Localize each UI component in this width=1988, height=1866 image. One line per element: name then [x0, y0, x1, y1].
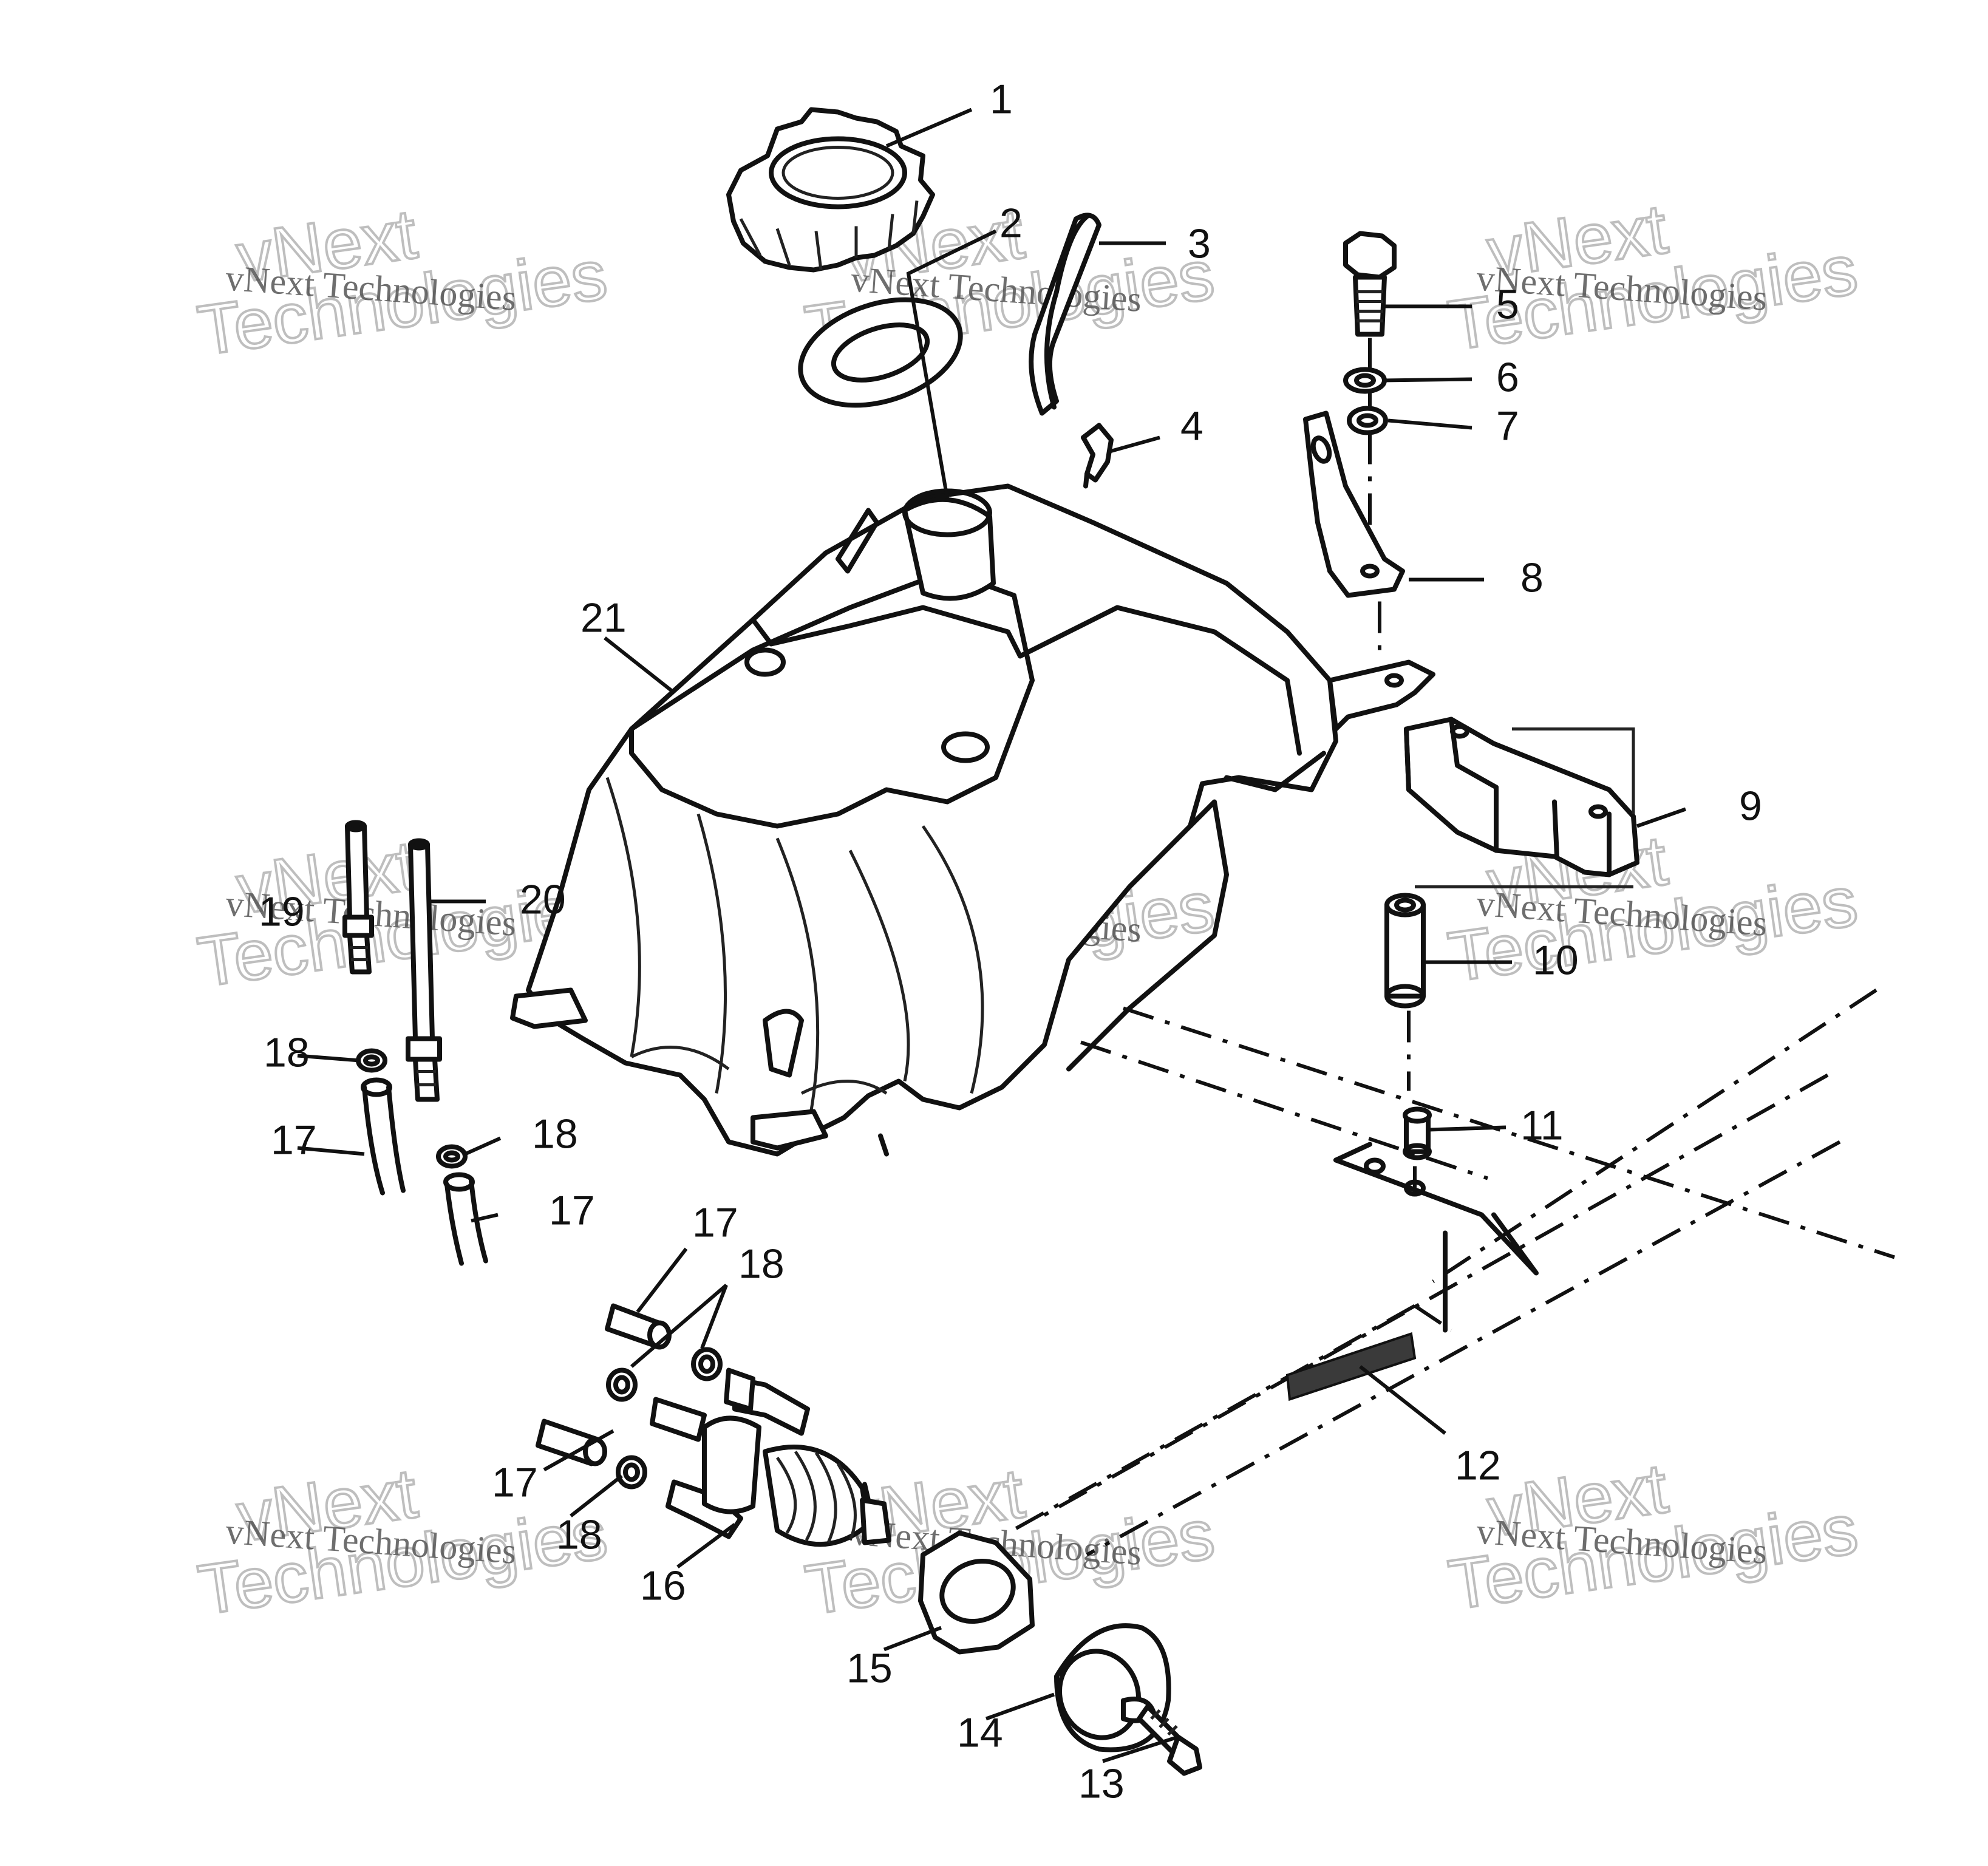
hose-part-17b: [443, 1172, 488, 1266]
callout-10: 10: [1533, 938, 1579, 984]
callout-17b: 17: [271, 1117, 317, 1163]
callout-21: 21: [580, 595, 627, 641]
callout-18b: 18: [264, 1030, 310, 1076]
bracket-part-8: [1303, 410, 1405, 598]
callout-13: 13: [1078, 1761, 1125, 1807]
fuel-tank-part-21: [510, 483, 1338, 1157]
elbow-fitting-part-4: [1081, 423, 1114, 489]
callout-17c: 17: [549, 1188, 595, 1234]
clamp-part-18c: [606, 1367, 638, 1402]
callout-1: 1: [990, 77, 1013, 123]
hose-part-17a: [361, 1077, 406, 1196]
callout-14: 14: [957, 1710, 1003, 1756]
callout-17d: 17: [492, 1460, 538, 1506]
gasket-part-2: [798, 297, 963, 408]
callout-16: 16: [640, 1563, 686, 1609]
callout-labels: 1 2 3 4 5 6 7 8 9 10 11 12 13 14 15 16 1…: [259, 77, 1762, 1807]
callout-15: 15: [846, 1646, 893, 1692]
callout-17a: 17: [692, 1200, 738, 1246]
callout-9: 9: [1739, 783, 1762, 829]
clamp-part-18e: [616, 1455, 647, 1490]
callout-18a: 18: [738, 1241, 785, 1287]
washer-part-6: [1343, 367, 1387, 394]
callout-18c: 18: [532, 1111, 578, 1157]
callout-2: 2: [999, 200, 1023, 247]
fuel-cap-part-1: [726, 107, 935, 273]
petcock-part-16: [650, 1367, 891, 1547]
screw-part-13: [1137, 1704, 1202, 1776]
bolt-axis-line: [1368, 338, 1381, 662]
callout-20: 20: [520, 877, 566, 923]
bushing-part-11: [1403, 1106, 1432, 1160]
clamp-part-18d: [691, 1347, 723, 1381]
callout-4: 4: [1180, 403, 1203, 449]
vent-hose-part-3: [1029, 213, 1101, 416]
callout-19: 19: [259, 889, 305, 935]
callout-11: 11: [1520, 1103, 1564, 1149]
nut-part-15: [918, 1530, 1035, 1655]
frame-rails: [1007, 988, 1895, 1557]
clamp-part-18a: [356, 1048, 387, 1073]
callout-6: 6: [1496, 355, 1519, 401]
callout-5: 5: [1496, 282, 1519, 328]
clamp-part-18b: [436, 1144, 468, 1169]
callout-3: 3: [1188, 221, 1211, 267]
pad-part-9: [1404, 717, 1639, 888]
spacer-part-10: [1384, 893, 1426, 1009]
fuel-line-part-19: [342, 820, 374, 975]
fuel-line-part-20: [406, 838, 442, 1102]
leader-lines: [297, 107, 1686, 1763]
callout-7: 7: [1496, 403, 1519, 449]
callout-18d: 18: [556, 1512, 602, 1558]
callout-12: 12: [1455, 1443, 1501, 1489]
callout-8: 8: [1520, 555, 1544, 601]
decal-part-12: [1285, 1332, 1417, 1401]
tank-rear-bracket: [1327, 659, 1435, 732]
washer-part-7: [1347, 406, 1388, 435]
bolt-part-5: [1343, 231, 1397, 337]
